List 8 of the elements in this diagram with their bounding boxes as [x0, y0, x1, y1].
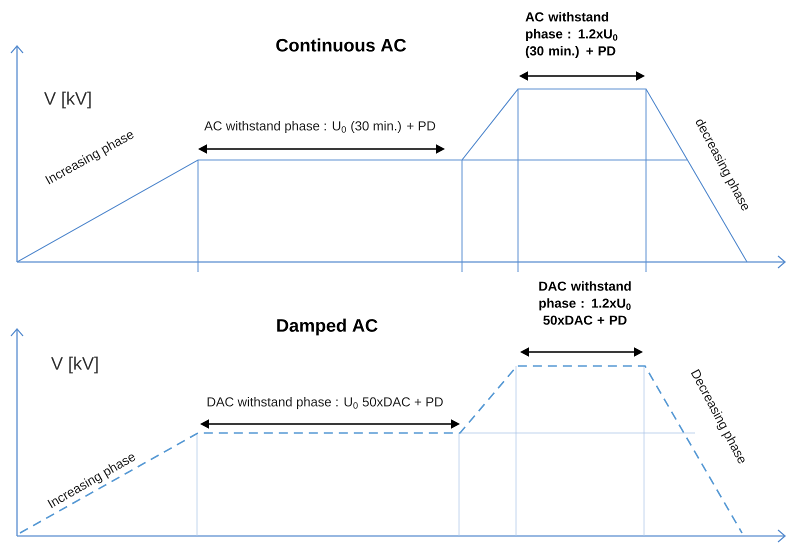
phase-label: AC withstand phase : 1.2xU$_{0}$ (30 min.) + PD	[526, 12, 618, 58]
chart-title: Continuous AC	[276, 38, 406, 52]
axis-label: V [kV]	[51, 356, 98, 374]
axis-label: V [kV]	[44, 92, 91, 108]
phase-label: DAC withstand phase : U$_{0}$ 50xDAC + PD	[208, 396, 443, 410]
phase-label: DAC withstand phase : 1.2xU$_{0}$ 50xDAC + PD	[539, 281, 631, 325]
phase-label: AC withstand phase : U$_{0}$ (30 min.) + PD	[204, 120, 436, 134]
chart-title: Damped AC	[277, 318, 378, 336]
